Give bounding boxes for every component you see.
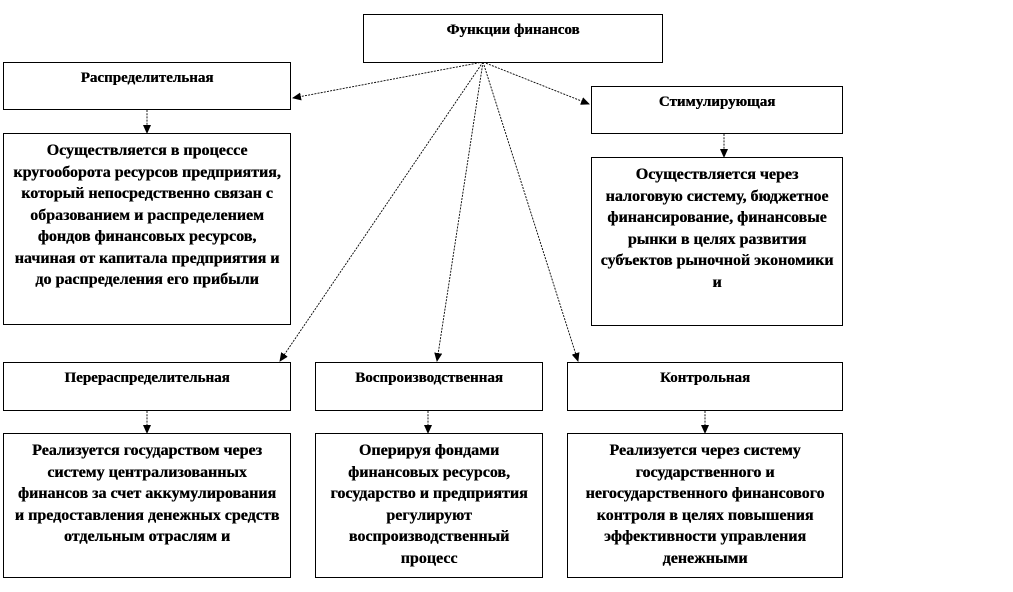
reproduction-node: Воспроизводственная	[315, 362, 543, 411]
redistribution-node: Перераспределительная	[3, 362, 291, 411]
reproduction-title: Воспроизводственная	[355, 370, 503, 386]
arrow-root-to-redistribution	[279, 61, 484, 362]
root-node: Функции финансов	[363, 14, 663, 63]
redistribution-description: Реализуется государством через систему ц…	[14, 442, 280, 545]
stimulating-description-box: Осуществляется через налоговую систему, …	[591, 157, 843, 326]
stimulating-node: Стимулирующая	[591, 86, 843, 134]
arrow-root-to-distribution	[292, 61, 484, 101]
distribution-description: Осуществляется в процессе кругооборота р…	[13, 142, 281, 288]
control-node: Контрольная	[567, 362, 843, 411]
control-title: Контрольная	[659, 370, 751, 386]
distribution-title: Распределительная	[80, 70, 214, 86]
reproduction-description: Оперируя фондами финансовых ресурсов, го…	[330, 442, 528, 567]
control-description-box: Реализуется через систему государственно…	[567, 433, 843, 578]
arrow-root-to-reproduction	[434, 61, 484, 362]
reproduction-description-box: Оперируя фондами финансовых ресурсов, го…	[315, 433, 543, 578]
arrow-root-to-control	[482, 61, 580, 362]
redistribution-title: Перераспределительная	[64, 370, 230, 386]
redistribution-description-box: Реализуется государством через систему ц…	[3, 433, 291, 578]
distribution-node: Распределительная	[3, 62, 291, 110]
control-description: Реализуется через систему государственно…	[585, 442, 825, 567]
root-title: Функции финансов	[446, 22, 580, 38]
arrow-root-to-stimulating	[482, 61, 590, 105]
stimulating-description: Осуществляется через налоговую систему, …	[600, 166, 834, 291]
stimulating-title: Стимулирующая	[658, 94, 776, 110]
distribution-description-box: Осуществляется в процессе кругооборота р…	[3, 133, 291, 325]
